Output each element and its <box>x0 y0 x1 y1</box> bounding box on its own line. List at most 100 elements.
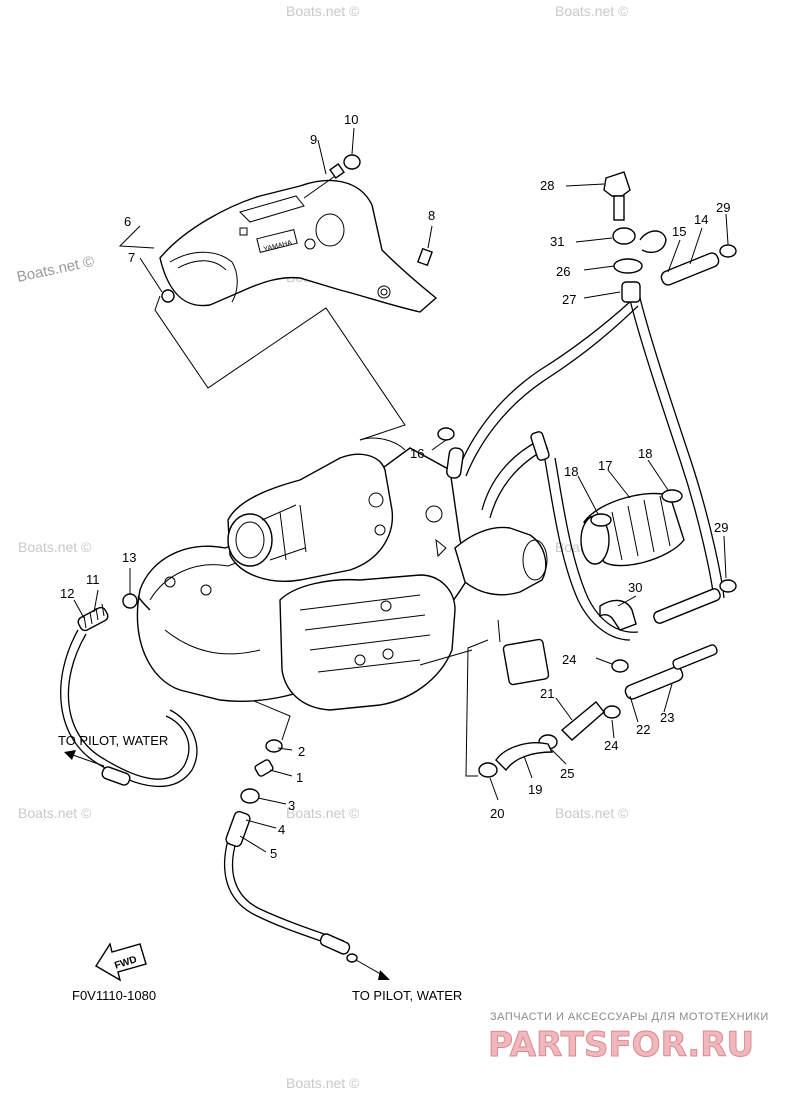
pipe-stub <box>137 595 151 611</box>
pilot-hose-lower-edge <box>231 841 345 942</box>
callout-5-label: 5 <box>270 846 277 861</box>
washer-31 <box>612 227 636 245</box>
callout-3-label: 3 <box>288 798 295 813</box>
watermark: Boats.net © <box>15 253 95 286</box>
cap-10 <box>343 154 361 170</box>
pilot-end-lower <box>346 953 358 963</box>
callout-14-label: 14 <box>694 212 708 227</box>
callout-9-label: 9 <box>310 132 317 147</box>
water-box <box>502 638 550 686</box>
drain-hose-edge <box>554 457 639 633</box>
brand-block: ЗАПЧАСТИ И АКСЕССУАРЫ ДЛЯ МОТОТЕХНИКИ PA… <box>488 1011 769 1066</box>
callout-17-label: 17 <box>598 458 612 473</box>
clamp-18-left <box>590 513 612 527</box>
callout-24-label: 24 <box>604 738 618 753</box>
watermark: Boats.net © <box>286 1075 360 1091</box>
small-parts <box>77 171 737 963</box>
bolt-9-head <box>329 163 345 179</box>
fitting-hose-top <box>530 431 550 461</box>
callout-6-label: 6 <box>124 214 131 229</box>
watermark: Boats.net © <box>555 3 629 19</box>
clamp-18-right <box>661 489 683 503</box>
gasket-26 <box>613 258 643 274</box>
callout-28-label: 28 <box>540 178 554 193</box>
callout-16-label: 16 <box>410 446 424 461</box>
callout-1-label: 1 <box>296 770 303 785</box>
cover-opening-inner <box>177 260 227 271</box>
boss-2 <box>374 524 386 536</box>
exhaust-manifold-assembly <box>136 437 548 711</box>
clip-8 <box>417 247 433 267</box>
cover-opening <box>169 251 238 303</box>
cover-slot <box>239 227 248 236</box>
clamp-16 <box>437 427 455 441</box>
callout-15-label: 15 <box>672 224 686 239</box>
fwd-indicator: FWD <box>95 942 147 982</box>
clamp-20 <box>478 762 498 778</box>
text-labels: TO PILOT, WATER TO PILOT, WATER F0V1110-… <box>58 733 462 1003</box>
diagram-code: F0V1110-1080 <box>72 988 156 1003</box>
hose-fitting-4 <box>225 810 251 848</box>
clamp-24-top <box>611 659 629 673</box>
callout-29-label: 29 <box>714 520 728 535</box>
callout-20-label: 20 <box>490 806 504 821</box>
clamp-24-bottom <box>603 705 621 719</box>
boss-7 <box>382 648 394 660</box>
callout-18-label: 18 <box>564 464 578 479</box>
boss-3 <box>425 505 443 523</box>
clamp-3 <box>240 788 260 804</box>
cap-28-stem <box>613 195 625 221</box>
union-1 <box>254 759 274 777</box>
callout-24-label: 24 <box>562 652 576 667</box>
direction-arrows <box>64 750 390 980</box>
pipe-22 <box>624 666 684 700</box>
callout-22-label: 22 <box>636 722 650 737</box>
upper-hose <box>457 299 633 471</box>
boss-1 <box>368 492 384 508</box>
callout-27-label: 27 <box>562 292 576 307</box>
callout-8-label: 8 <box>428 208 435 223</box>
pilot-fitting-left <box>101 766 131 786</box>
pilot-hose-left <box>60 629 198 788</box>
cover-nut <box>377 285 391 299</box>
bolt-9-shaft <box>303 173 339 199</box>
cap-28 <box>603 171 631 197</box>
fitting-12-ridges <box>83 603 105 629</box>
boss-6 <box>354 654 366 666</box>
yamaha-badge <box>256 229 298 253</box>
pilot-hose-left-edge <box>67 633 190 780</box>
exhaust-cover-assembly: YAMAHA <box>159 154 438 313</box>
chamber-ribs <box>261 504 307 561</box>
watermark: Boats.net © <box>18 805 92 821</box>
drain-hose <box>544 459 631 641</box>
watermark: Boats.net © <box>286 3 360 19</box>
jacket-seam <box>149 539 297 601</box>
hose-guide-line <box>465 639 489 777</box>
callout-4-label: 4 <box>278 822 285 837</box>
watermark: Boats.net © <box>555 805 629 821</box>
clamp-2 <box>265 739 283 753</box>
brand-logo: PARTSFOR.RU <box>488 1025 754 1065</box>
pilot-fitting-lower <box>319 933 351 955</box>
cover-flange <box>239 195 305 223</box>
grommet-7 <box>161 289 175 303</box>
jacket-seam-lower <box>164 629 261 655</box>
bellows-ribs <box>611 495 671 561</box>
watermark: Boats.net © <box>18 539 92 555</box>
arrow-mark <box>435 538 447 558</box>
callout-19-label: 19 <box>528 782 542 797</box>
callout-labels: 2 1 3 4 5 6 7 8 9 10 11 12 13 14 15 16 1… <box>60 112 730 861</box>
hoses <box>60 297 725 949</box>
callout-30-label: 30 <box>628 580 642 595</box>
callout-25-label: 25 <box>560 766 574 781</box>
hose-16 <box>446 447 464 479</box>
heat-shield-cover <box>159 179 438 313</box>
callout-1-label: 2 <box>298 744 305 759</box>
rod <box>419 649 473 666</box>
pipe-29 <box>653 588 721 624</box>
callout-7-label: 7 <box>128 250 135 265</box>
callout-13-label: 13 <box>122 550 136 565</box>
pilot-hose-lower <box>223 839 341 949</box>
